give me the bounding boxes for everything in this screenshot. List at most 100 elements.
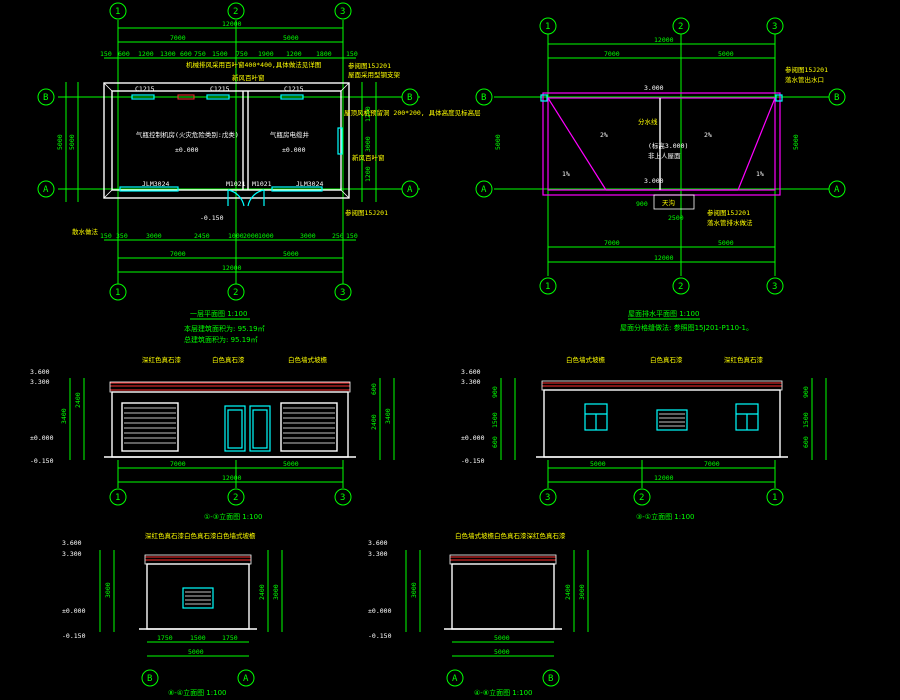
door-tag: M1021 bbox=[226, 180, 246, 188]
material-label: 深红色真石漆 bbox=[724, 355, 764, 364]
door-leaf bbox=[249, 405, 271, 452]
axis-bubble-a-right bbox=[401, 180, 419, 198]
axis-bubble-1-bottom bbox=[539, 277, 557, 295]
dim-detail: 1000 bbox=[258, 232, 274, 240]
floor-plan: 1 2 3 1 2 3 12000 7000 5000 150 600 1200… bbox=[37, 2, 481, 344]
axis-label: A bbox=[834, 185, 840, 195]
facade-wall bbox=[111, 391, 349, 458]
elevation-mark: 3.000 bbox=[644, 177, 664, 185]
dim-vert: 3000 bbox=[410, 582, 418, 598]
dim-total: 12000 bbox=[654, 36, 674, 44]
area-note: 总建筑面积为: 95.19㎡ bbox=[184, 335, 258, 344]
dim-total: 12000 bbox=[654, 254, 674, 262]
louver bbox=[656, 409, 688, 431]
dim-side: 5000 bbox=[56, 134, 64, 150]
dim-vert: 1500 bbox=[802, 412, 810, 428]
annotation: 参阅图15J201 bbox=[707, 208, 750, 217]
annotation: 落水管排水做法 bbox=[707, 218, 753, 227]
dim-total: 12000 bbox=[222, 20, 242, 28]
window bbox=[206, 94, 230, 100]
room-label: 气瓶房电缆井 bbox=[270, 130, 310, 139]
room-label: 气瓶控制机房(火灾危险类别:戊类) bbox=[136, 130, 239, 139]
axis-label: A bbox=[481, 185, 487, 195]
axis-bubble-2-bottom bbox=[672, 277, 690, 295]
window bbox=[131, 94, 155, 100]
annotation: 落水管出水口 bbox=[785, 75, 824, 84]
dim-detail: 150 bbox=[100, 232, 112, 240]
dim-span: 7000 bbox=[170, 460, 186, 468]
axis-bubble-a-left bbox=[37, 180, 55, 198]
door-tag: JLM3024 bbox=[142, 180, 169, 188]
axis-bubble-b-right bbox=[828, 88, 846, 106]
dim-side: 3000 bbox=[364, 136, 372, 152]
window bbox=[280, 94, 304, 100]
dim-detail: 3000 bbox=[300, 232, 316, 240]
annotation: 天沟 bbox=[662, 198, 675, 207]
dim-detail: 1900 bbox=[258, 50, 274, 58]
level-mark: 3.300 bbox=[461, 378, 481, 386]
material-label: 深红色真石漆白色真石漆白色墙式坡檐 bbox=[145, 531, 256, 540]
annotation: 参阅图15J201 bbox=[345, 208, 388, 217]
annotation: 参阅图15J201 bbox=[785, 65, 828, 74]
axis-bubble-3-top bbox=[334, 2, 352, 20]
axis-label: 1 bbox=[115, 7, 120, 17]
dim-total: 12000 bbox=[222, 264, 242, 272]
rolling-door bbox=[121, 402, 179, 452]
axis-label: A bbox=[43, 185, 49, 195]
side-elevation-2: 白色墙式坡檐白色真石漆深红色真石漆 3.600 3.300 ±0.000 -0.… bbox=[368, 531, 589, 697]
axis-bubble-1-top bbox=[539, 17, 557, 35]
elevation-mark: -0.150 bbox=[200, 214, 224, 222]
facade-wall bbox=[146, 563, 250, 630]
dim-vert: 900 bbox=[802, 386, 810, 398]
door-louvers bbox=[124, 407, 335, 444]
dim-detail: 900 bbox=[636, 200, 648, 208]
door-panel bbox=[227, 409, 243, 449]
axis-label: 2 bbox=[639, 493, 644, 503]
dim-span: 5000 bbox=[283, 250, 299, 258]
axis-bubble-1-top bbox=[109, 2, 127, 20]
louver bbox=[177, 94, 195, 100]
axis-bubble-1-bottom bbox=[109, 283, 127, 301]
dim-span: 7000 bbox=[604, 50, 620, 58]
drain bbox=[540, 94, 548, 102]
level-mark: 3.600 bbox=[368, 539, 388, 547]
drawing-title: ③-①立面图 1:100 bbox=[636, 512, 694, 521]
interior-wall bbox=[111, 90, 342, 191]
axis-bubble-b-left bbox=[37, 88, 55, 106]
dim-vert: 2400 bbox=[370, 414, 378, 430]
annotation: 新风百叶窗 bbox=[232, 73, 265, 82]
window-side bbox=[337, 127, 343, 155]
dim-detail: 1200 bbox=[286, 50, 302, 58]
dim-side: 5000 bbox=[792, 134, 800, 150]
annotation: 机械排风采用百叶窗400*400,具体做法见详图 bbox=[186, 60, 321, 69]
elevation-mark: ±0.000 bbox=[282, 146, 306, 154]
dim-detail: 1750 bbox=[222, 634, 238, 642]
dim-vert: 600 bbox=[802, 436, 810, 448]
dim-total: 12000 bbox=[222, 474, 242, 482]
axis-label: 2 bbox=[233, 288, 238, 298]
dim-span: 7000 bbox=[704, 460, 720, 468]
dim-vert: 2400 bbox=[74, 392, 82, 408]
axis-bubble-2-top bbox=[672, 17, 690, 35]
annotation: 屋面采用型钢支架 bbox=[348, 70, 401, 79]
dim-span: 7000 bbox=[170, 250, 186, 258]
dim-vert: 600 bbox=[491, 436, 499, 448]
axis-bubble bbox=[237, 669, 255, 687]
dim-detail: 600 bbox=[118, 50, 130, 58]
gutter-box bbox=[653, 194, 695, 210]
dim-detail: 150 bbox=[346, 232, 358, 240]
dim-side: 5000 bbox=[68, 134, 76, 150]
rolling-door bbox=[280, 402, 338, 452]
slope-mark: 2% bbox=[704, 131, 712, 139]
dim-span: 5000 bbox=[283, 460, 299, 468]
louver bbox=[182, 587, 214, 609]
dim-detail: 1300 bbox=[160, 50, 176, 58]
roof-plan: 1 2 3 1 2 3 12000 7000 5000 B A B A 5000… bbox=[475, 17, 846, 332]
axis-bubble bbox=[542, 669, 560, 687]
elevation-mark: ±0.000 bbox=[175, 146, 199, 154]
dim-vert: 600 bbox=[370, 383, 378, 395]
door-tag: JLM3024 bbox=[296, 180, 323, 188]
dim-vert: 3000 bbox=[272, 584, 280, 600]
axis-label: 1 bbox=[115, 493, 120, 503]
